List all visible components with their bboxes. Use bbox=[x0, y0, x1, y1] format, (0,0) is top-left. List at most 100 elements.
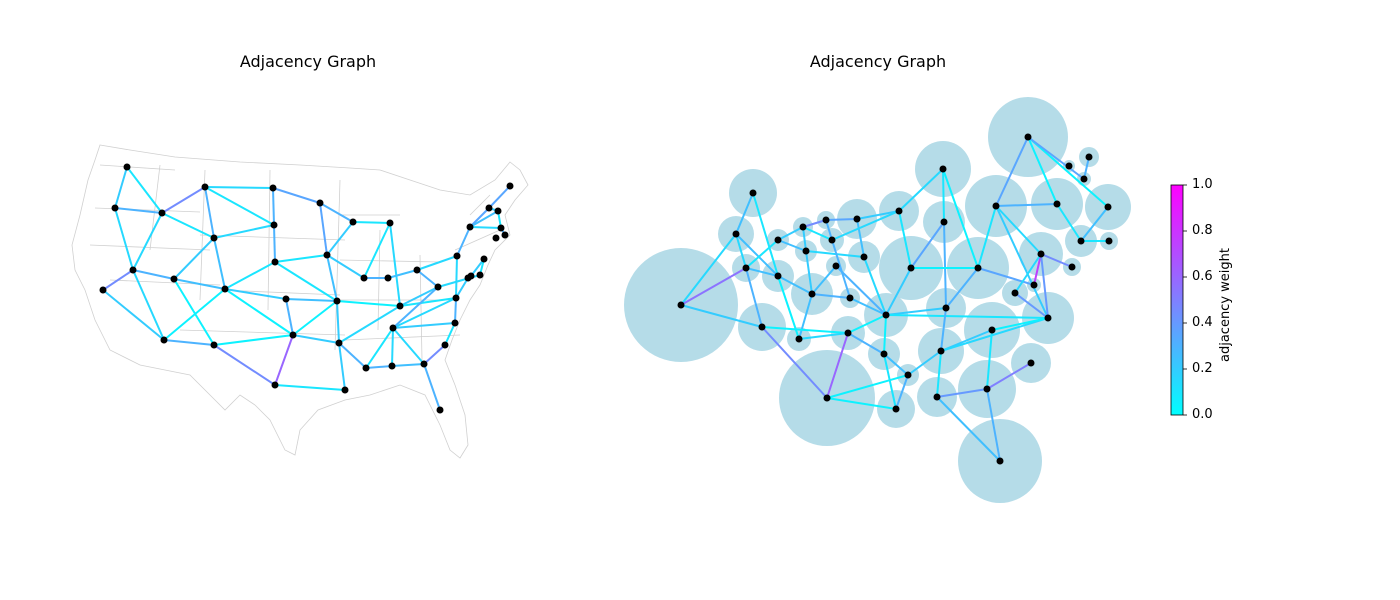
right-graph-nodes bbox=[677, 133, 1113, 465]
graph-edge bbox=[986, 362, 1032, 390]
graph-edge bbox=[752, 192, 779, 277]
graph-node bbox=[904, 371, 912, 379]
graph-edge bbox=[745, 267, 779, 277]
graph-edge bbox=[444, 322, 456, 346]
graph-node bbox=[983, 385, 991, 393]
graph-node bbox=[396, 302, 404, 310]
graph-edge bbox=[761, 326, 828, 399]
graph-edge bbox=[213, 224, 275, 239]
graph-node bbox=[492, 234, 500, 242]
graph-node bbox=[434, 283, 442, 291]
graph-node bbox=[99, 286, 107, 294]
graph-edge bbox=[942, 168, 945, 223]
graph-edge bbox=[761, 326, 849, 334]
graph-edge bbox=[132, 212, 163, 271]
graph-node bbox=[111, 204, 119, 212]
graph-edge bbox=[416, 255, 458, 271]
graph-edge bbox=[898, 168, 944, 212]
graph-node bbox=[360, 274, 368, 282]
graph-edge bbox=[224, 288, 294, 336]
graph-node bbox=[506, 182, 514, 190]
graph-node bbox=[210, 341, 218, 349]
graph-node bbox=[441, 341, 449, 349]
left-chart-title: Adjacency Graph bbox=[239, 52, 377, 71]
graph-edge bbox=[745, 239, 779, 269]
graph-node bbox=[501, 231, 509, 239]
graph-edge bbox=[885, 307, 947, 316]
us-state-outline-map bbox=[71, 144, 529, 459]
graph-edge bbox=[338, 305, 401, 344]
graph-edge bbox=[470, 258, 485, 277]
graph-edge bbox=[213, 237, 226, 290]
graph-edge bbox=[469, 207, 490, 228]
graph-node bbox=[362, 364, 370, 372]
graph-edge bbox=[391, 327, 394, 367]
graph-edge bbox=[285, 298, 294, 336]
graph-node bbox=[1030, 281, 1038, 289]
graph-edge bbox=[272, 187, 321, 204]
graph-edge bbox=[173, 278, 215, 346]
graph-node bbox=[413, 266, 421, 274]
graph-node bbox=[271, 381, 279, 389]
graph-edge bbox=[826, 374, 909, 399]
graph-node bbox=[880, 350, 888, 358]
graph-node bbox=[799, 223, 807, 231]
graph-node bbox=[774, 272, 782, 280]
graph-edge bbox=[292, 300, 338, 336]
graph-edge bbox=[847, 332, 885, 355]
graph-node bbox=[844, 329, 852, 337]
graph-edge bbox=[126, 166, 163, 214]
graph-node bbox=[1077, 237, 1085, 245]
graph-node bbox=[892, 405, 900, 413]
graph-edge bbox=[204, 186, 275, 226]
graph-node bbox=[466, 223, 474, 231]
graph-edge bbox=[389, 222, 401, 307]
graph-edge bbox=[163, 339, 215, 346]
graph-edge bbox=[995, 136, 1029, 207]
graph-edge bbox=[940, 317, 1049, 352]
graph-edge bbox=[777, 239, 807, 252]
graph-node bbox=[795, 335, 803, 343]
graph-edge bbox=[274, 254, 328, 263]
graph-edge bbox=[1040, 253, 1073, 268]
graph-edge bbox=[213, 334, 294, 346]
graph-node bbox=[420, 360, 428, 368]
graph-node bbox=[123, 163, 131, 171]
graph-node bbox=[882, 311, 890, 319]
graph-node bbox=[497, 224, 505, 232]
graph-edge bbox=[977, 267, 1035, 286]
graph-edge bbox=[338, 342, 346, 391]
graph-node bbox=[1068, 263, 1076, 271]
graph-edge bbox=[802, 226, 833, 241]
graph-node bbox=[451, 319, 459, 327]
graph-edge bbox=[883, 353, 909, 376]
graph-edge bbox=[1027, 136, 1058, 205]
graph-edge bbox=[883, 314, 887, 355]
colorbar-label: adjacency weight bbox=[1218, 248, 1233, 362]
graph-node bbox=[1044, 314, 1052, 322]
graph-edge bbox=[883, 353, 897, 410]
graph-node bbox=[677, 301, 685, 309]
graph-edge bbox=[977, 205, 997, 269]
graph-node bbox=[808, 290, 816, 298]
graph-node bbox=[160, 336, 168, 344]
left-graph-edges bbox=[102, 166, 511, 411]
graph-edge bbox=[173, 278, 226, 290]
graph-node bbox=[822, 216, 830, 224]
graph-node bbox=[1053, 200, 1061, 208]
graph-node bbox=[1085, 153, 1093, 161]
graph-node bbox=[853, 215, 861, 223]
graph-edge bbox=[831, 210, 900, 241]
graph-edge bbox=[798, 293, 813, 340]
graph-edge bbox=[416, 269, 439, 288]
graph-node bbox=[323, 251, 331, 259]
graph-edge bbox=[423, 363, 441, 411]
graph-node bbox=[774, 236, 782, 244]
graph-edge bbox=[392, 286, 439, 329]
graph-edge bbox=[936, 350, 942, 398]
graph-node bbox=[349, 218, 357, 226]
graph-edge bbox=[352, 221, 391, 224]
graph-edge bbox=[856, 210, 900, 220]
graph-edge bbox=[204, 186, 274, 189]
